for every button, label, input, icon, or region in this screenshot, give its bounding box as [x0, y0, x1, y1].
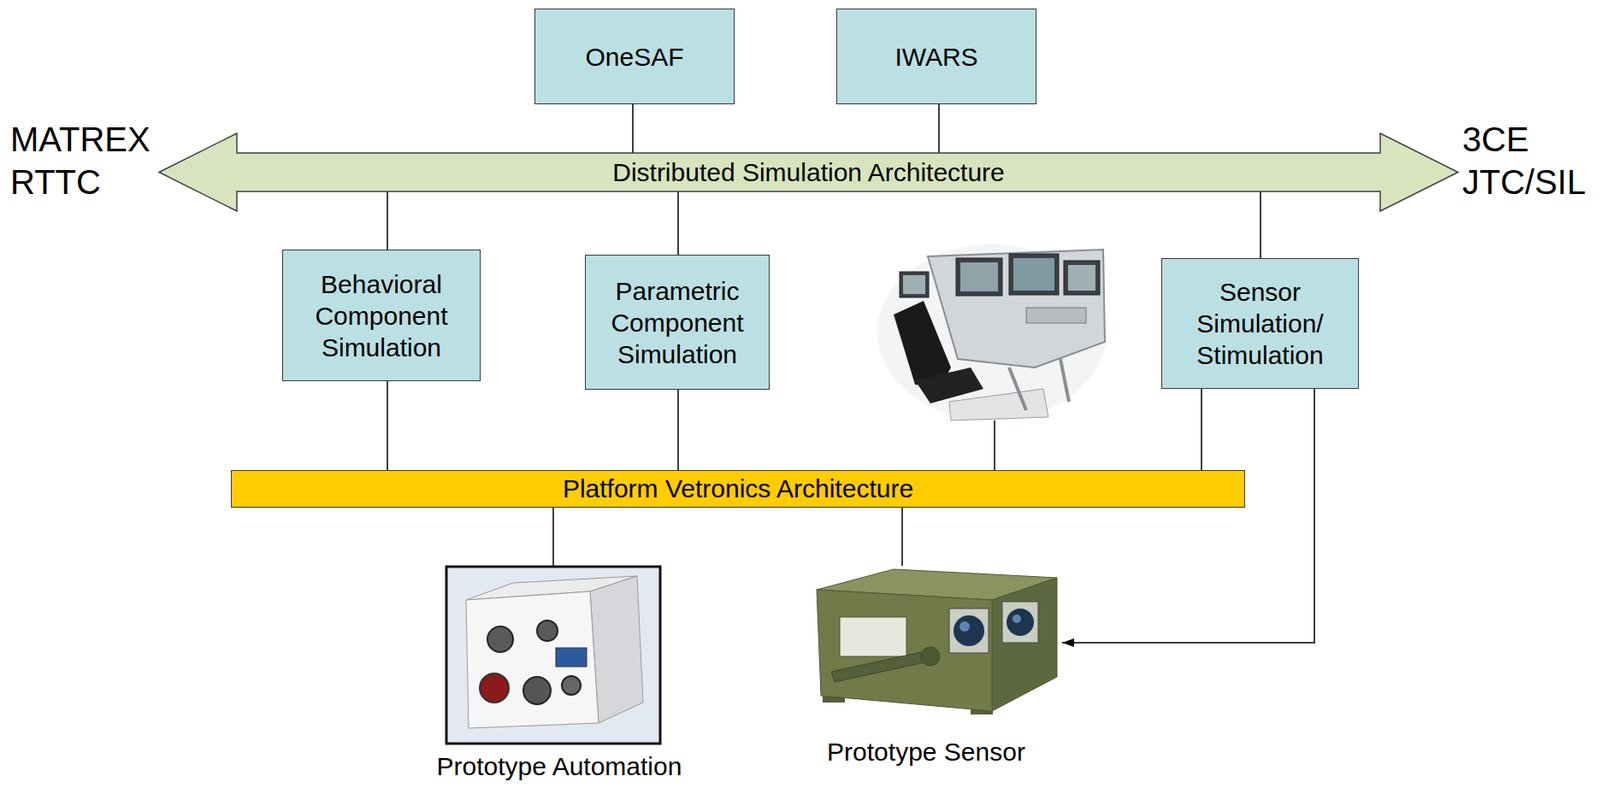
lens	[1006, 608, 1034, 637]
connector-line	[1200, 389, 1203, 471]
vetronics-bar: Platform Vetronics Architecture	[230, 470, 1246, 508]
connector-line	[386, 191, 389, 250]
connector-line	[1259, 191, 1262, 259]
screen	[899, 271, 929, 298]
side-label: MATREX	[10, 118, 151, 161]
lens-glint	[1012, 614, 1022, 624]
screen-face	[903, 275, 926, 295]
sensor-side	[991, 578, 1057, 712]
band-label: Distributed Simulation Architecture	[612, 157, 1005, 189]
connector-plug	[487, 626, 514, 653]
architecture-band: Distributed Simulation Architecture	[158, 153, 1459, 192]
automation-unit-picture	[446, 566, 661, 744]
handle-knob	[921, 647, 940, 667]
seat-back	[893, 301, 951, 387]
connector-line	[631, 104, 634, 154]
unit-front	[466, 591, 599, 729]
double-arrow-outline	[159, 133, 1459, 212]
crew-station-picture	[877, 244, 1107, 421]
connector-line	[386, 381, 389, 471]
screen-face	[1068, 265, 1096, 291]
cockpit-wire	[993, 419, 996, 471]
photo-frame	[446, 566, 661, 744]
hardware-figure: Prototype Sensor	[791, 566, 1062, 768]
sensor-picture	[816, 569, 1057, 715]
screen	[956, 258, 1003, 296]
lens-glint	[959, 621, 970, 632]
connector-line	[938, 104, 940, 154]
connector-line	[1062, 389, 1315, 644]
box-label: IWARS	[894, 41, 978, 73]
simulation-box: IWARS	[836, 8, 1037, 105]
lens-frame	[949, 608, 989, 654]
station-base	[949, 389, 1049, 421]
component-box: Behavioral Component Simulation	[282, 249, 481, 382]
console-panel	[927, 249, 1105, 368]
sensor-handle	[831, 651, 929, 683]
unit-side	[590, 576, 644, 724]
box-label: Sensor Simulation/ Stimulation	[1169, 276, 1352, 372]
screen	[1063, 260, 1100, 296]
sensor-front	[816, 590, 992, 712]
lens-frame	[1002, 602, 1039, 644]
keypad	[1026, 307, 1087, 324]
component-box: Parametric Component Simulation	[584, 254, 770, 390]
hardware-figure: Prototype Automation	[418, 566, 701, 782]
name-plate	[555, 648, 587, 668]
control-stick	[1009, 359, 1069, 411]
connector-plug	[479, 673, 509, 703]
screen-face	[1013, 258, 1055, 291]
connector-plug	[561, 676, 581, 696]
connector-line	[901, 507, 904, 567]
figure-caption: Prototype Automation	[436, 752, 683, 782]
connector-plug	[537, 620, 558, 642]
bar-label: Platform Vetronics Architecture	[562, 473, 914, 505]
box-label: OneSAF	[584, 41, 684, 73]
side-label: RTTC	[10, 160, 101, 204]
screen-face	[960, 262, 998, 292]
lens	[953, 615, 985, 647]
connector-line	[552, 507, 555, 567]
picture-ground	[877, 244, 1107, 421]
box-label: Behavioral Component Simulation	[289, 268, 473, 364]
connector-plug	[523, 677, 551, 705]
component-box: Sensor Simulation/ Stimulation	[1161, 258, 1359, 390]
box-label: Parametric Component Simulation	[592, 275, 762, 371]
sensor-window	[839, 617, 907, 657]
side-label: 3CE	[1462, 118, 1530, 161]
connector-line	[677, 191, 679, 255]
side-label: JTC/SIL	[1462, 160, 1586, 204]
simulation-box: OneSAF	[534, 8, 735, 105]
screen	[1009, 253, 1059, 296]
figure-caption: Prototype Sensor	[826, 738, 1026, 768]
connector-line	[677, 389, 679, 471]
